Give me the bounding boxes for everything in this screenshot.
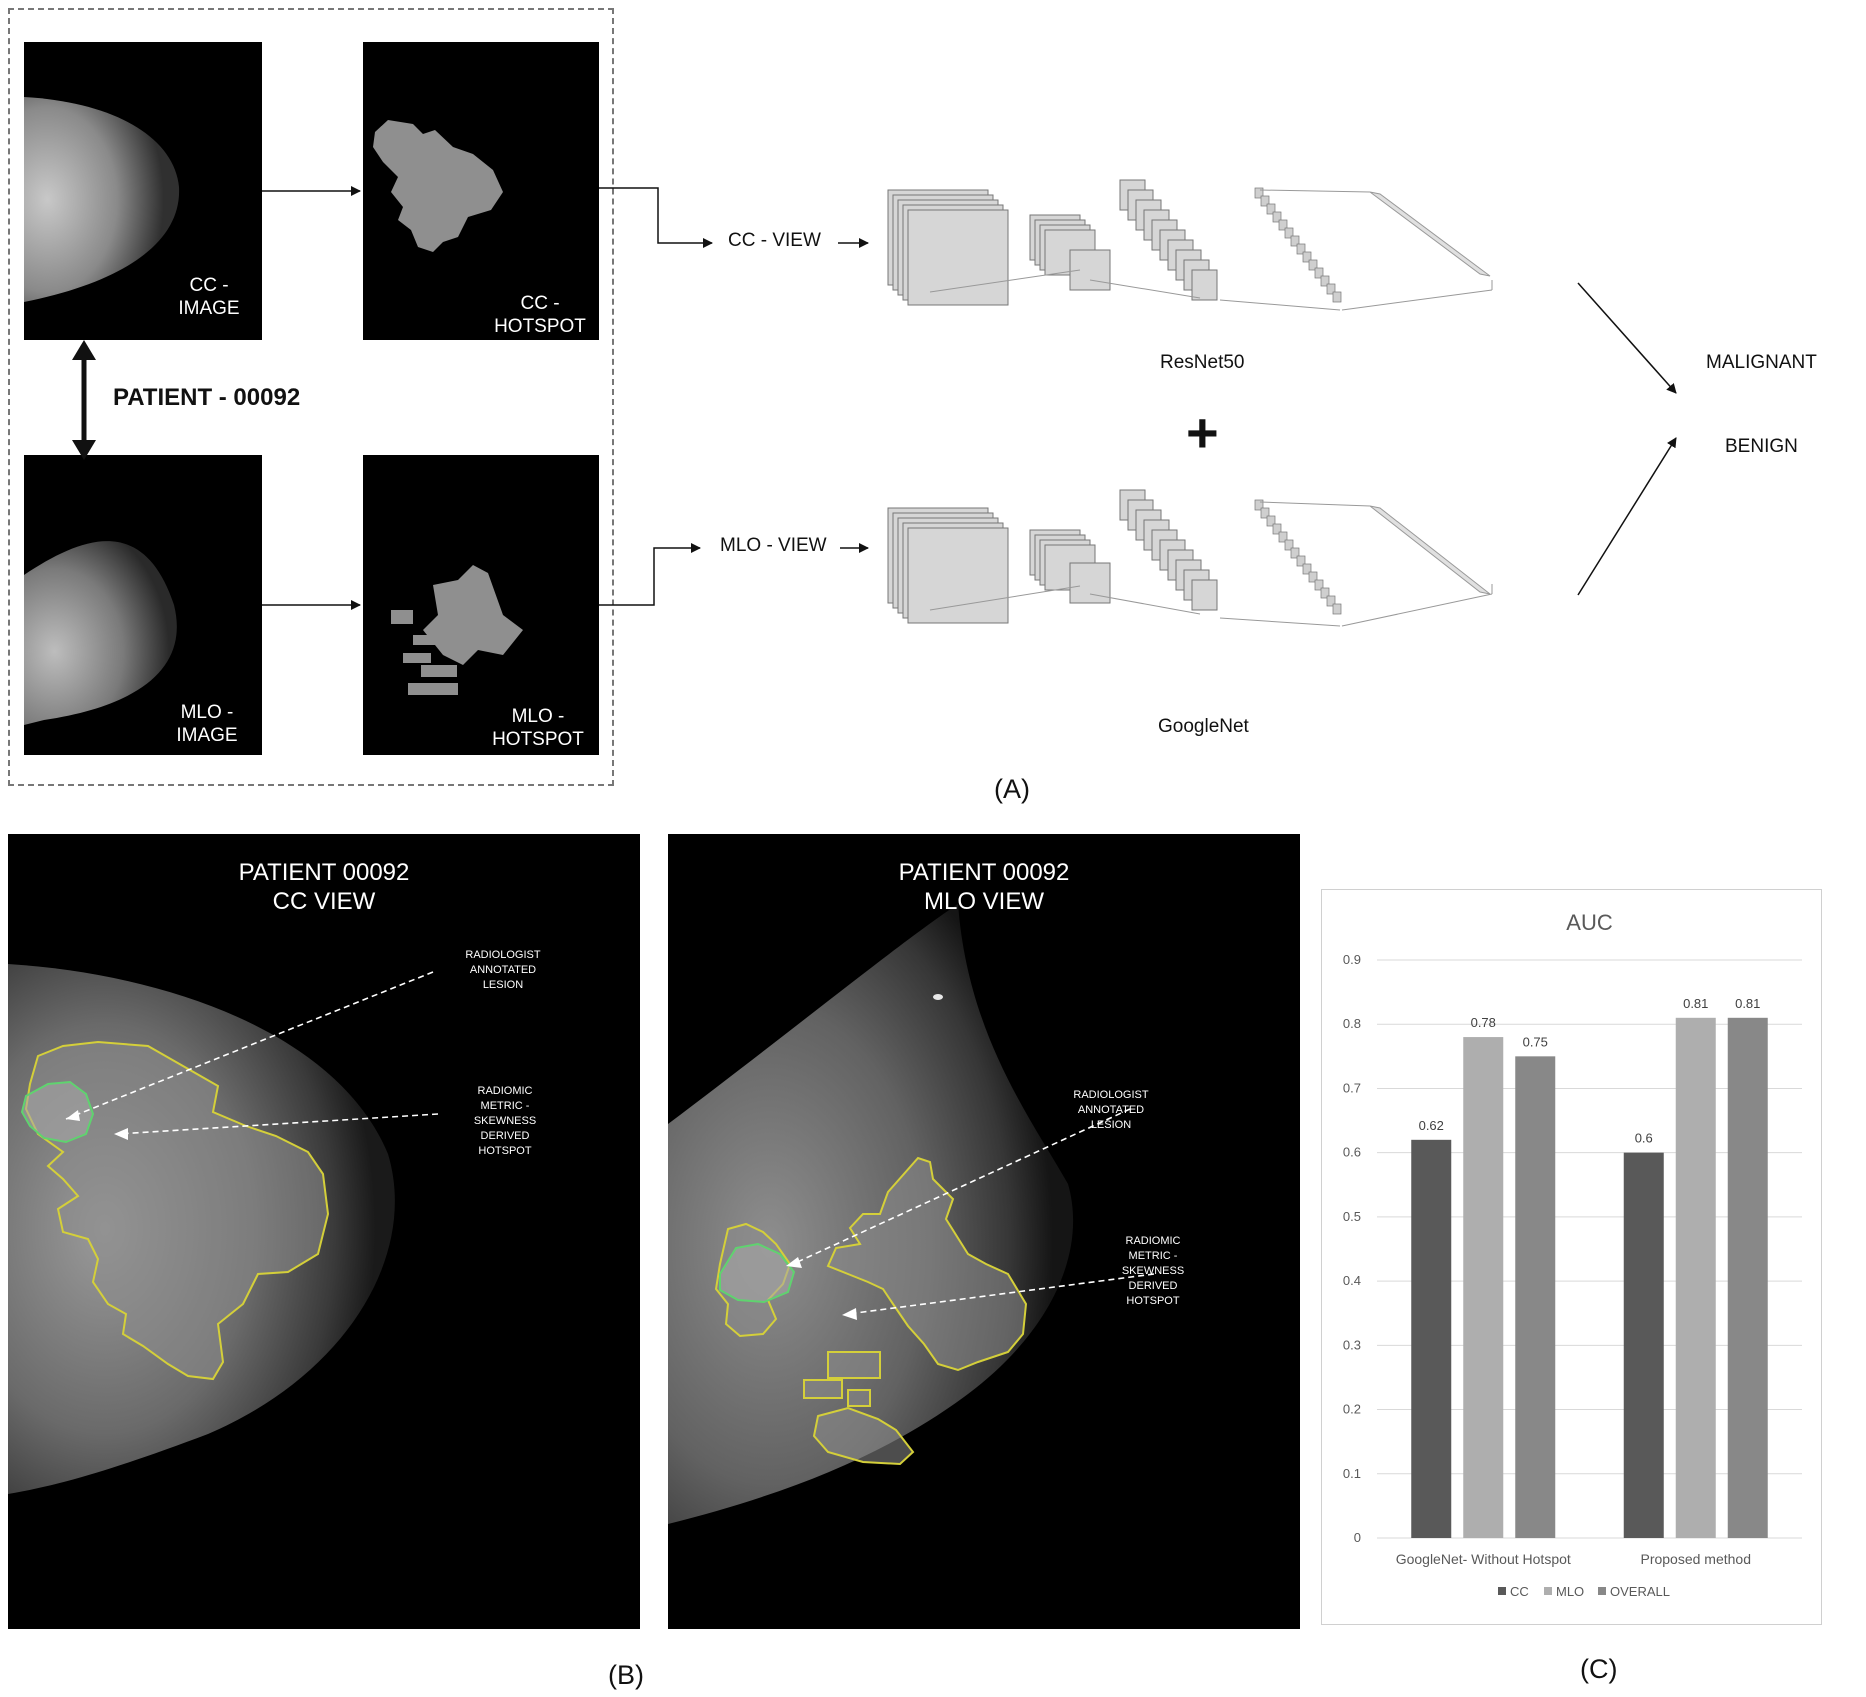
y-tick-label: 0.9 xyxy=(1343,952,1361,967)
caption-c: (C) xyxy=(1580,1654,1618,1684)
malignant-label: MALIGNANT xyxy=(1706,352,1817,373)
googlenet-diagram xyxy=(887,489,1493,627)
auc-bar-chart-svg: AUC 0 0.1 0.2 0.3 0.4 0.5 0.6 0.7 0.8 0.9 0.62 0.78 0… xyxy=(1343,910,1802,1599)
data-label: 0.75 xyxy=(1523,1034,1548,1049)
y-tick-label: 0.5 xyxy=(1343,1209,1361,1224)
legend-label: CC xyxy=(1510,1584,1529,1599)
legend-swatch-overall xyxy=(1598,1587,1606,1595)
y-tick-label: 0.8 xyxy=(1343,1016,1361,1031)
patient-label: PATIENT - 00092 xyxy=(113,384,301,411)
mlo-image-label: MLO -IMAGE xyxy=(176,702,238,746)
benign-label: BENIGN xyxy=(1725,436,1798,457)
data-label: 0.6 xyxy=(1635,1131,1653,1146)
cc-hotspot-image: CC -HOTSPOT xyxy=(363,42,599,340)
cc-hotspot-label: CC -HOTSPOT xyxy=(494,293,586,337)
caption-a: (A) xyxy=(994,774,1030,804)
cc-view-label: CC - VIEW xyxy=(728,230,821,251)
patient-input-box xyxy=(8,8,614,786)
resnet50-diagram xyxy=(887,179,1493,311)
legend-swatch-mlo xyxy=(1544,1587,1552,1595)
data-label: 0.81 xyxy=(1683,996,1708,1011)
x-category-label: Proposed method xyxy=(1640,1551,1751,1567)
chart-title: AUC xyxy=(1566,910,1613,935)
bar-cc xyxy=(1411,1139,1452,1538)
panel-a-arrows xyxy=(72,186,1677,610)
legend-label: OVERALL xyxy=(1610,1584,1670,1599)
y-tick-label: 0.3 xyxy=(1343,1337,1361,1352)
mlo-hotspot-label: MLO -HOTSPOT xyxy=(492,706,584,750)
cc-mammogram-image: CC -IMAGE xyxy=(24,42,262,340)
y-tick-label: 0.6 xyxy=(1343,1145,1361,1160)
resnet50-label: ResNet50 xyxy=(1160,352,1245,373)
y-tick-label: 0.1 xyxy=(1343,1466,1361,1481)
y-tick-label: 0.4 xyxy=(1343,1273,1361,1288)
legend-swatch-cc xyxy=(1498,1587,1506,1595)
mlo-view-label: MLO - VIEW xyxy=(720,535,827,556)
bar-overall xyxy=(1515,1056,1556,1538)
caption-b: (B) xyxy=(608,1660,644,1690)
data-label: 0.81 xyxy=(1735,996,1760,1011)
x-category-label: GoogleNet- Without Hotspot xyxy=(1396,1551,1571,1567)
cc-image-label: CC -IMAGE xyxy=(178,275,240,319)
auc-chart: AUC 0 0.1 0.2 0.3 0.4 0.5 0.6 0.7 0.8 0.9 0.62 0.78 0… xyxy=(1321,889,1822,1625)
bar-mlo xyxy=(1463,1037,1504,1538)
y-tick-label: 0.7 xyxy=(1343,1080,1361,1095)
mlo-mammogram-image: MLO -IMAGE xyxy=(24,455,262,755)
data-label: 0.62 xyxy=(1419,1118,1444,1133)
bar-mlo xyxy=(1675,1017,1716,1538)
y-tick-label: 0 xyxy=(1354,1530,1361,1545)
y-tick-label: 0.2 xyxy=(1343,1402,1361,1417)
legend-label: MLO xyxy=(1556,1584,1584,1599)
mlo-hotspot-image: MLO -HOTSPOT xyxy=(363,455,599,755)
googlenet-label: GoogleNet xyxy=(1158,716,1249,737)
data-label: 0.78 xyxy=(1471,1015,1496,1030)
bar-overall xyxy=(1727,1017,1768,1538)
plus-sign: + xyxy=(1186,401,1219,464)
bar-cc xyxy=(1623,1152,1664,1538)
